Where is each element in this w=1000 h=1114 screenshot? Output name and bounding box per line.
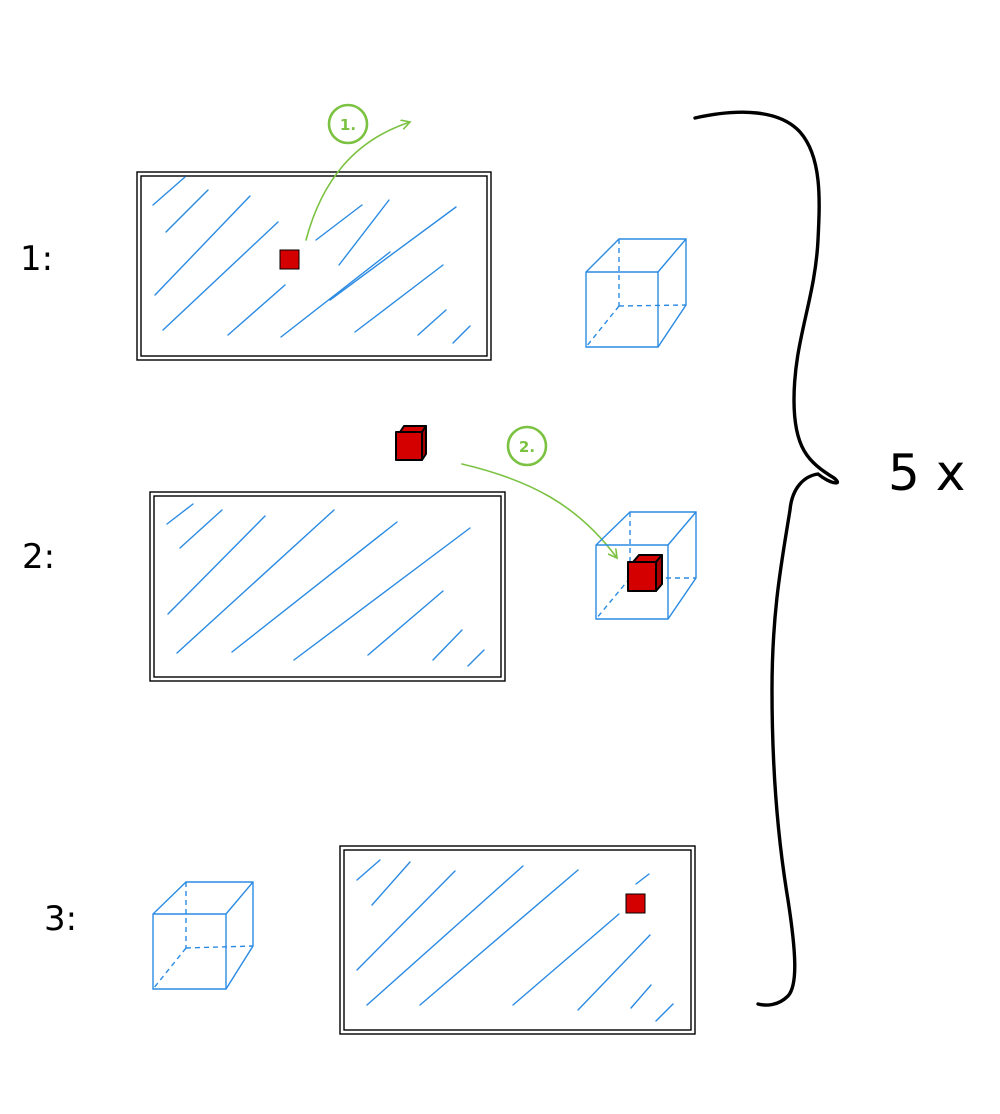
step-3-label: 3: — [44, 899, 77, 939]
step-3-panel — [339, 845, 696, 1035]
repeat-brace — [693, 110, 840, 1007]
step-2-lifted-item — [395, 425, 427, 461]
step-1-hatching — [152, 176, 471, 344]
step-2-badge: 2. — [506, 425, 548, 467]
step-2-label: 2: — [22, 537, 55, 577]
step-2-stored-item — [627, 554, 663, 592]
step-3-hatching — [356, 859, 674, 1022]
repeat-count: 5 x — [888, 444, 965, 502]
step-3-item — [625, 893, 646, 914]
step-2-panel — [149, 491, 506, 682]
repeat-count-label: 5 x — [888, 444, 965, 502]
step-2-arrow — [461, 463, 617, 558]
step-1-arrow — [305, 122, 410, 241]
step-2-hatching — [166, 503, 485, 667]
step-1-badge-text: 1. — [340, 116, 356, 134]
step-3-source-box-icon — [152, 881, 254, 990]
step-2-badge-text: 2. — [519, 438, 535, 456]
step-1-badge: 1. — [327, 103, 369, 145]
step-1-target-box-icon — [585, 238, 687, 348]
step-1-label: 1: — [20, 239, 53, 279]
step-1-panel — [136, 171, 492, 361]
step-1-item — [279, 249, 300, 270]
